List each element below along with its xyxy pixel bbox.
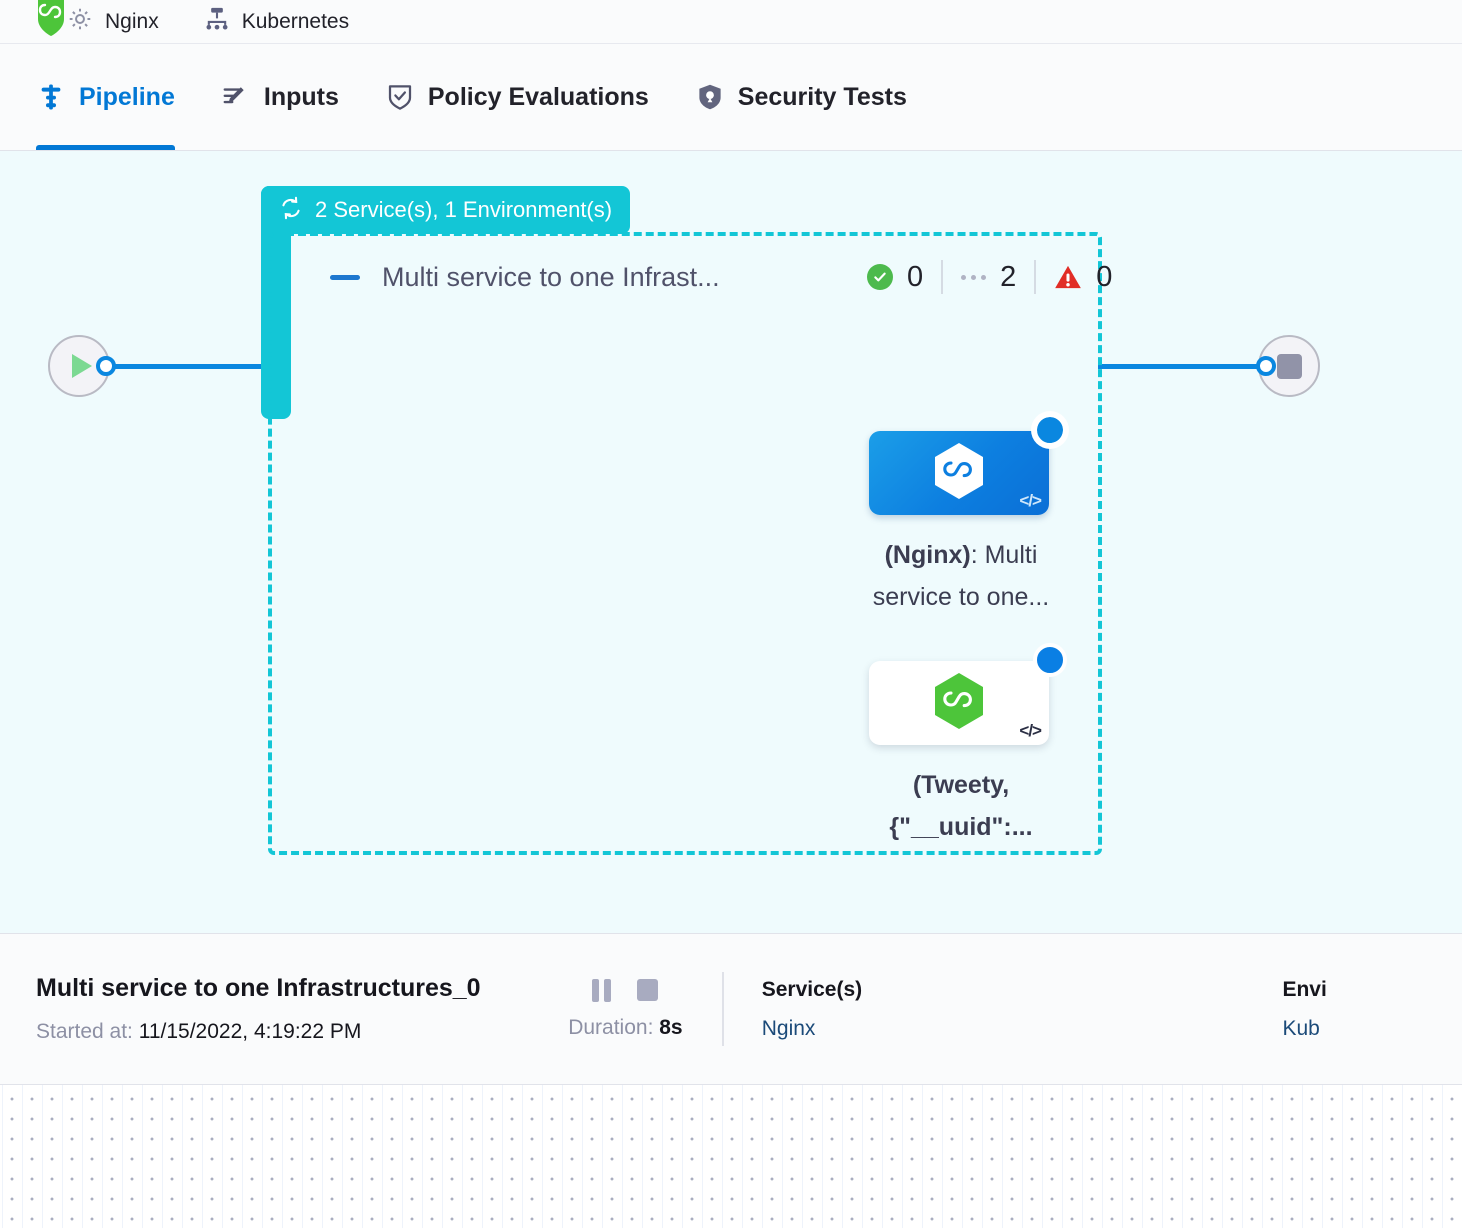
pause-icon[interactable] — [592, 978, 612, 1002]
tab-label: Pipeline — [79, 82, 175, 111]
started-at: Started at: 11/15/2022, 4:19:22 PM — [36, 1020, 529, 1044]
tab-security-tests[interactable]: Security Tests — [695, 44, 907, 150]
pipeline-node-nginx[interactable]: </> (Nginx): Multi service to one... — [869, 413, 1067, 618]
stage-status-summary: 0 2 0 — [849, 256, 1130, 298]
status-success: 0 — [849, 260, 941, 294]
node-label-bold: (Nginx) — [884, 541, 971, 569]
background-dot-grid — [0, 1085, 1462, 1228]
tab-label: Policy Evaluations — [427, 82, 649, 111]
node-card[interactable]: </> — [869, 413, 1067, 515]
inputs-icon — [221, 82, 251, 112]
stage-group-badge[interactable]: 2 Service(s), 1 Environment(s) — [261, 186, 631, 234]
tab-bar: Pipeline Inputs Policy Evaluations — [0, 44, 1462, 151]
play-icon — [71, 354, 92, 378]
started-at-value: 11/15/2022, 4:19:22 PM — [138, 1020, 362, 1043]
breadcrumb-item-nginx[interactable]: Nginx — [66, 5, 159, 38]
breadcrumb-label: Nginx — [105, 9, 159, 33]
pipeline-canvas[interactable]: 2 Service(s), 1 Environment(s) Multi ser… — [0, 151, 1462, 933]
node-label: (Tweety, {"__uuid":... — [869, 764, 1053, 848]
running-dot-icon — [1033, 643, 1067, 677]
connector-right — [1098, 364, 1260, 369]
node-card[interactable]: </> — [869, 643, 1067, 745]
stop-icon[interactable] — [637, 979, 659, 1001]
infrastructure-icon — [203, 5, 231, 38]
dots-icon — [961, 274, 987, 280]
harness-hexagon-green-icon — [931, 671, 987, 736]
tab-policy-evaluations[interactable]: Policy Evaluations — [385, 44, 649, 150]
services-column: Service(s) Nginx — [762, 978, 1283, 1041]
environments-title: Envi — [1282, 977, 1327, 1001]
connector-left — [112, 364, 264, 369]
warning-triangle-icon — [1054, 264, 1082, 290]
duration-label: Duration: — [568, 1015, 654, 1039]
tab-inputs[interactable]: Inputs — [221, 44, 339, 150]
check-circle-icon — [867, 264, 893, 290]
tab-pipeline[interactable]: Pipeline — [36, 44, 175, 150]
security-icon — [695, 82, 725, 112]
breadcrumb: Nginx Kubernetes — [0, 0, 1462, 44]
panel-divider — [721, 972, 724, 1046]
gear-icon — [66, 5, 94, 38]
node-label-bold: (Tweety, {"__uuid":... — [889, 771, 1033, 841]
pipeline-node-tweety[interactable]: </> (Tweety, {"__uuid":... — [869, 643, 1067, 848]
node-label-rest: : Multi service to one... — [872, 541, 1050, 611]
duration: Duration: 8s — [568, 1016, 682, 1040]
duration-value: 8s — [659, 1015, 683, 1039]
stop-icon — [1276, 353, 1302, 379]
page-title: Multi service to one Infrastructures_0 — [36, 974, 481, 1002]
stage-group-title: Multi service to one Infrast... — [382, 262, 720, 292]
node-label: (Nginx): Multi service to one... — [869, 534, 1053, 618]
harness-shield-icon — [36, 0, 66, 36]
stage-group-badge-label: 2 Service(s), 1 Environment(s) — [315, 197, 613, 222]
tab-label: Security Tests — [737, 82, 907, 111]
code-icon: </> — [1019, 491, 1042, 510]
environments-column: Envi Kub — [1282, 978, 1462, 1041]
status-failed: 0 — [1034, 260, 1130, 294]
tab-label: Inputs — [263, 82, 339, 111]
loop-icon — [278, 195, 304, 226]
stage-group-header[interactable]: Multi service to one Infrast... — [330, 262, 720, 293]
breadcrumb-label: Kubernetes — [241, 9, 350, 33]
services-title: Service(s) — [761, 977, 863, 1001]
pipeline-icon — [36, 82, 66, 112]
execution-summary: Multi service to one Infrastructures_0 S… — [0, 974, 529, 1044]
environments-value[interactable]: Kub — [1282, 1016, 1320, 1040]
collapse-dash-icon[interactable] — [330, 275, 360, 280]
stage-group-box[interactable]: Multi service to one Infrast... 0 2 — [268, 232, 1112, 855]
status-running-count: 2 — [1000, 260, 1017, 293]
spinner-icon — [1033, 413, 1067, 447]
started-at-label: Started at: — [36, 1020, 133, 1043]
execution-controls: Duration: 8s — [529, 978, 722, 1040]
status-success-count: 0 — [907, 260, 924, 293]
policy-shield-icon — [385, 82, 415, 112]
services-value[interactable]: Nginx — [761, 1016, 816, 1040]
status-running: 2 — [941, 260, 1034, 294]
harness-hexagon-icon — [931, 441, 987, 506]
execution-info-panel: Multi service to one Infrastructures_0 S… — [0, 933, 1462, 1085]
code-icon: </> — [1019, 721, 1042, 740]
status-failed-count: 0 — [1096, 260, 1113, 293]
breadcrumb-item-kubernetes[interactable]: Kubernetes — [203, 5, 349, 38]
